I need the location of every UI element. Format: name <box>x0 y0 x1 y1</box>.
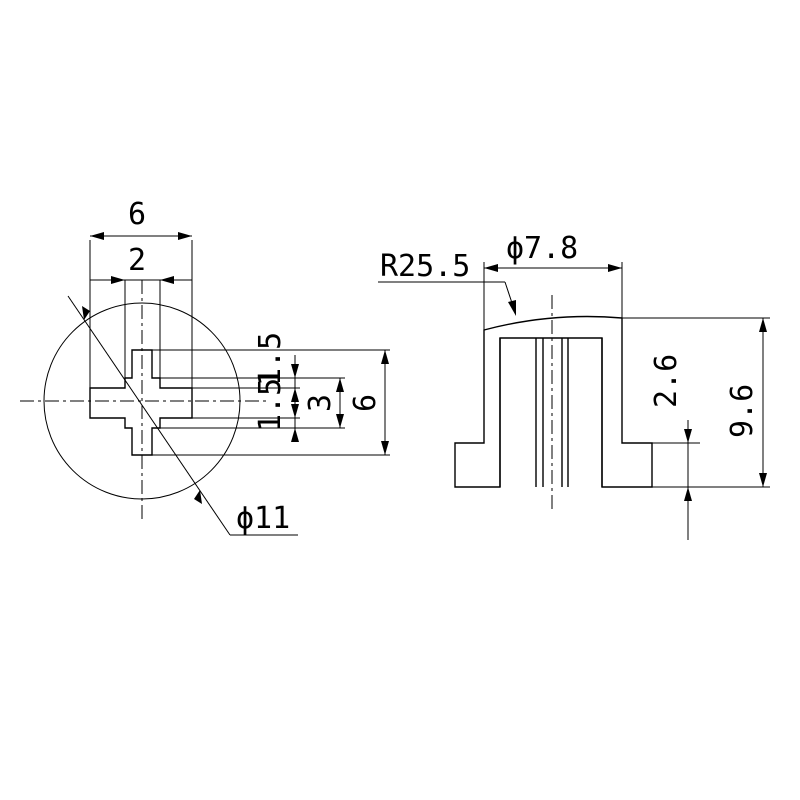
dim-total-height-side-label: 9.6 <box>725 384 760 438</box>
dim-radius-label: R25.5 <box>380 249 470 284</box>
dim-radius: R25.5 <box>378 249 516 316</box>
dim-total-height-front: 6 <box>348 350 389 455</box>
dim-inner-width-label: 2 <box>128 243 146 278</box>
dim-inner-width: 2 <box>90 243 192 284</box>
dim-top-diameter-label: ϕ7.8 <box>506 231 578 266</box>
dim-outer-width: 6 <box>90 197 192 240</box>
dim-base-height-label: 2.6 <box>649 354 684 408</box>
front-view: 6 2 1.5 1.5 3 <box>20 197 390 536</box>
hatched-section <box>454 315 653 488</box>
dim-outer-width-label: 6 <box>128 197 146 232</box>
dim-small-step: 1.5 1.5 <box>253 332 299 442</box>
dim-small-step-label-top: 1.5 <box>253 332 288 386</box>
dim-total-height-side: 9.6 <box>725 318 767 487</box>
dim-small-step-label-bottom: 1.5 <box>253 378 288 432</box>
side-view: R25.5 ϕ7.8 2.6 9.6 <box>378 231 770 540</box>
dim-base-height: 2.6 <box>649 354 692 540</box>
dim-diameter-label: ϕ11 <box>236 501 290 536</box>
dim-diameter: ϕ11 <box>67 295 298 536</box>
dim-slot-height-label: 3 <box>303 394 338 412</box>
dim-total-height-front-label: 6 <box>348 394 383 412</box>
dim-top-diameter: ϕ7.8 <box>483 231 623 330</box>
dim-slot-height: 3 <box>303 378 344 428</box>
